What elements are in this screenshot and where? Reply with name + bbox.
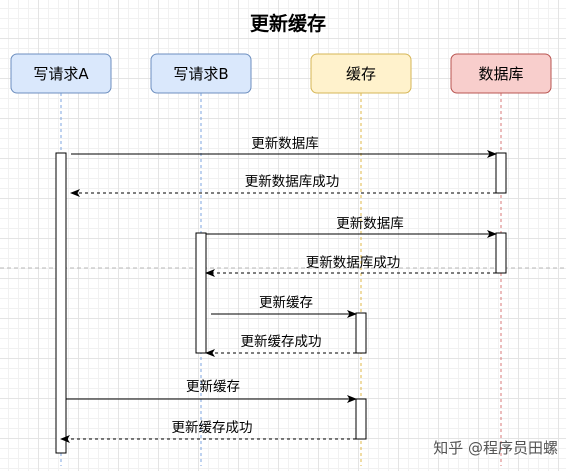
message-b-update-cache: 更新缓存 [211, 295, 357, 318]
message-label: 更新数据库 [336, 216, 404, 232]
message-db-return-a: 更新数据库成功 [70, 174, 496, 197]
message-label: 更新数据库成功 [306, 255, 401, 271]
participant-a-box [10, 53, 112, 94]
message-cache-return-a: 更新缓存成功 [60, 420, 356, 443]
message-a-update-cache: 更新缓存 [66, 379, 357, 403]
participant-b-box [150, 53, 252, 94]
participant-db-box [450, 53, 552, 94]
activation-b [195, 232, 207, 354]
participant-cache-label: 缓存 [346, 65, 376, 83]
message-b-update-db: 更新数据库 [206, 216, 497, 238]
participant-cache: 缓存 [310, 53, 412, 94]
participant-db-label: 数据库 [478, 65, 523, 83]
participant-b-label: 写请求B [173, 65, 228, 83]
message-cache-return-b: 更新缓存成功 [205, 334, 356, 357]
message-label: 更新缓存成功 [241, 334, 322, 350]
activation-a [55, 152, 67, 454]
participant-a: 写请求A [10, 53, 112, 94]
activation-db-1 [495, 152, 507, 194]
message-a-update-db: 更新数据库 [71, 136, 497, 158]
activation-db-2 [495, 232, 507, 274]
message-label: 更新缓存成功 [172, 420, 253, 436]
participant-cache-box [310, 53, 412, 94]
participant-b: 写请求B [150, 53, 252, 94]
participant-a-label: 写请求A [33, 65, 89, 83]
message-label: 更新数据库成功 [245, 174, 340, 190]
activation-cache-1 [355, 312, 367, 354]
message-db-return-b: 更新数据库成功 [205, 255, 496, 277]
diagram-title: 更新缓存 [250, 12, 326, 35]
watermark: 知乎 @程序员田螺 [433, 439, 558, 457]
message-label: 更新数据库 [251, 136, 319, 152]
participant-db: 数据库 [450, 53, 552, 94]
message-label: 更新缓存 [259, 295, 313, 311]
activation-cache-2 [355, 398, 367, 440]
message-label: 更新缓存 [186, 379, 240, 395]
